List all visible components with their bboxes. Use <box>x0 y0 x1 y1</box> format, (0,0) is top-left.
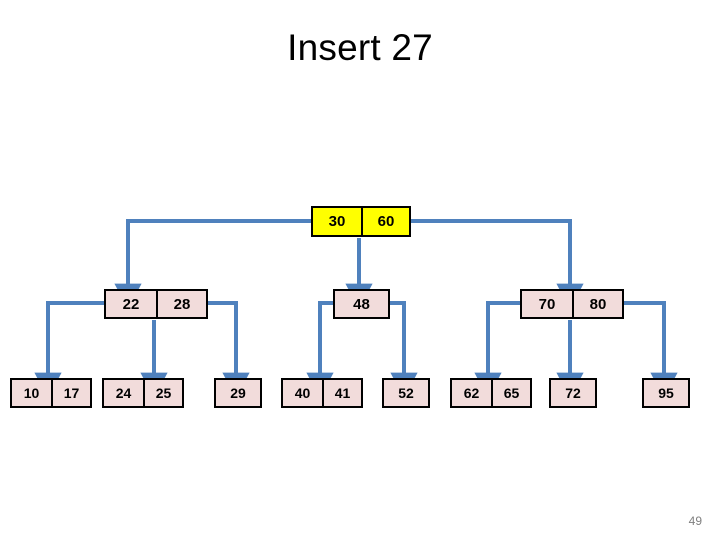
leaf-node-40-41-key-1: 41 <box>322 380 361 406</box>
page-title: Insert 27 <box>287 27 433 68</box>
leaf-node-52[interactable]: 52 <box>382 378 430 408</box>
leaf-node-72[interactable]: 72 <box>549 378 597 408</box>
leaf-node-40-41-key-0: 40 <box>283 380 322 406</box>
leaf-node-29-key-0: 29 <box>216 380 260 406</box>
leaf-node-24-25-key-1: 25 <box>143 380 182 406</box>
internal-node-70-80-key-1: 80 <box>572 291 622 317</box>
leaf-node-95[interactable]: 95 <box>642 378 690 408</box>
internal-node-48-key-0: 48 <box>335 291 388 317</box>
leaf-node-29[interactable]: 29 <box>214 378 262 408</box>
leaf-node-10-17-key-0: 10 <box>12 380 51 406</box>
edge-70-80-to-95 <box>620 301 678 399</box>
leaf-node-62-65-key-0: 62 <box>452 380 491 406</box>
leaf-node-72-key-0: 72 <box>551 380 595 406</box>
leaf-node-24-25-key-0: 24 <box>104 380 143 406</box>
internal-node-22-28-key-0: 22 <box>106 291 156 317</box>
leaf-node-52-key-0: 52 <box>384 380 428 406</box>
edge-root-to-22-28 <box>114 219 311 310</box>
edge-22-28-to-10-17 <box>34 301 104 399</box>
edge-48-to-40-41 <box>306 301 334 399</box>
edge-70-80-to-62-65 <box>474 301 520 399</box>
internal-node-22-28-key-1: 28 <box>156 291 206 317</box>
root-node-key-1: 60 <box>361 208 409 235</box>
internal-node-48[interactable]: 48 <box>333 289 390 319</box>
leaf-node-10-17-key-1: 17 <box>51 380 90 406</box>
edge-22-28-to-29 <box>204 301 250 399</box>
root-node-key-0: 30 <box>313 208 361 235</box>
leaf-node-95-key-0: 95 <box>644 380 688 406</box>
leaf-node-62-65-key-1: 65 <box>491 380 530 406</box>
edge-root-to-70-80 <box>408 219 584 310</box>
internal-node-70-80-key-0: 70 <box>522 291 572 317</box>
page-number: 49 <box>688 514 702 528</box>
